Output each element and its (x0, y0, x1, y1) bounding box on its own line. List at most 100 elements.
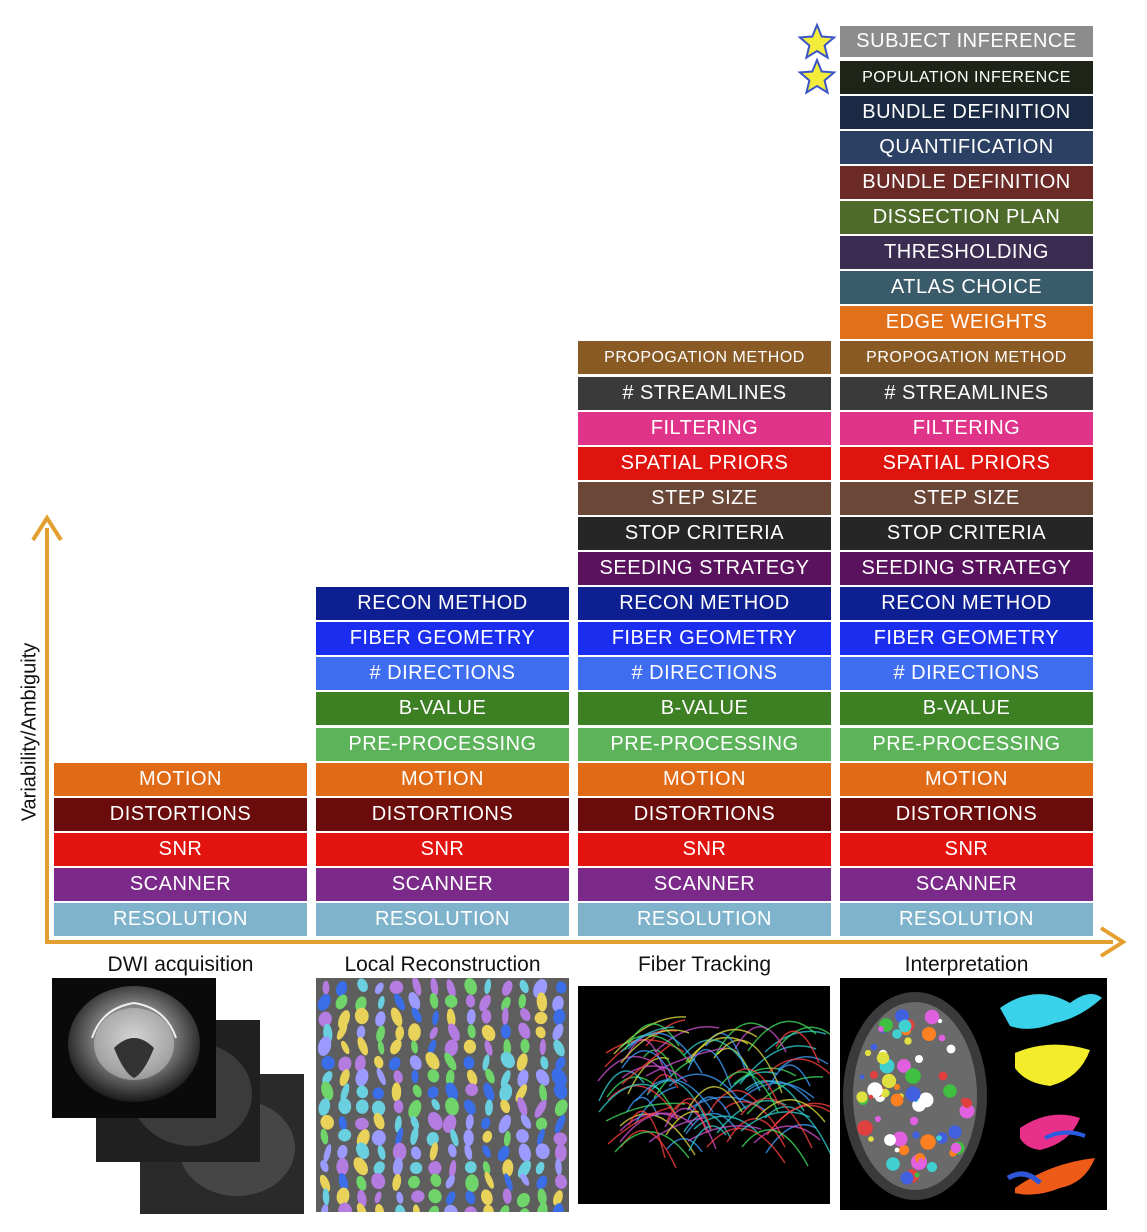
fiber-glyph (390, 1039, 402, 1055)
network-node (890, 1093, 904, 1107)
fiber-glyph (535, 1117, 548, 1131)
network-node (870, 1071, 878, 1079)
block-spatial-priors: SPATIAL PRIORS (840, 447, 1093, 480)
fiber-glyph (553, 1190, 563, 1206)
network-node (962, 1098, 972, 1108)
fiber-glyph (427, 1086, 439, 1099)
fiber-glyph (318, 1098, 331, 1116)
fiber-glyph (374, 1191, 382, 1204)
streamline (777, 1056, 829, 1071)
fiber-glyph (520, 1008, 531, 1022)
block-distortions: DISTORTIONS (840, 798, 1093, 831)
streamline (619, 1113, 696, 1156)
fiber-glyph (551, 1068, 567, 1087)
fiber-glyph (482, 1054, 490, 1071)
network-node (905, 1086, 921, 1102)
fiber-glyph (390, 1007, 403, 1027)
fiber-glyph (408, 1099, 422, 1119)
fiber-glyph (320, 1114, 334, 1130)
fiber-glyph (516, 1053, 528, 1071)
fiber-glyph (429, 992, 439, 1009)
block-motion: MOTION (578, 763, 831, 796)
stage-label-interpretation: Interpretation (904, 953, 1029, 976)
block-stop-criteria: STOP CRITERIA (840, 517, 1093, 550)
fiber-glyph (411, 1040, 419, 1054)
fiber-glyph (536, 1128, 545, 1146)
block-b-value: B-VALUE (316, 692, 569, 725)
fiber-glyph (317, 994, 331, 1011)
streamline (753, 1125, 821, 1144)
block-recon-method: RECON METHOD (316, 587, 569, 620)
fiber-glyph (450, 1129, 459, 1147)
streamline (740, 1111, 811, 1132)
fiber-glyph (554, 1099, 568, 1117)
fiber-glyph (444, 1052, 457, 1071)
fiber-glyph (372, 1087, 384, 1100)
fiber-glyph (463, 1129, 474, 1146)
network-node (868, 1094, 874, 1100)
fiber-glyph (446, 979, 456, 998)
streamline (776, 1026, 830, 1050)
fiber-glyph (535, 1069, 550, 1086)
block-spatial-priors: SPATIAL PRIORS (578, 447, 831, 480)
network-node (959, 1103, 975, 1119)
network-node (875, 1116, 881, 1122)
streamline (688, 1028, 758, 1063)
fiber-glyph (499, 1205, 510, 1212)
fiber-glyph (518, 994, 527, 1009)
streamline (598, 1083, 660, 1113)
fiber-glyph (553, 1132, 568, 1146)
fiber-glyph (483, 1204, 494, 1212)
x-axis (45, 940, 1113, 944)
fiber-glyph (322, 1188, 330, 1206)
fiber-glyph (536, 992, 548, 1012)
network-node (857, 1120, 873, 1136)
block-distortions: DISTORTIONS (578, 798, 831, 831)
fiber-glyph (464, 1144, 473, 1160)
fiber-glyph (465, 1174, 479, 1192)
fiber-glyph (516, 1129, 529, 1143)
fiber-glyph (500, 1070, 511, 1088)
fiber-glyph (336, 1023, 348, 1040)
fiber-glyph (555, 1174, 568, 1189)
fiber-glyph (338, 1128, 352, 1142)
fiber-glyph (499, 1083, 513, 1102)
fiber-glyph (445, 1097, 459, 1116)
fiber-glyph (335, 981, 348, 997)
network-node (909, 1116, 919, 1126)
streamline (607, 1085, 679, 1120)
fiber-glyph (465, 1083, 478, 1096)
fiber-glyph (338, 1098, 352, 1115)
block-seeding-strategy: SEEDING STRATEGY (840, 552, 1093, 585)
fiber-glyph (555, 1158, 562, 1176)
network-node (870, 1043, 878, 1051)
fiber-glyph (552, 1023, 564, 1041)
fiber-glyph (540, 1056, 549, 1070)
network-node (886, 1157, 900, 1171)
fiber-glyph (539, 1039, 546, 1056)
network-node (905, 1068, 921, 1084)
star-icon (797, 22, 837, 60)
streamline (744, 1080, 805, 1112)
block-distortions: DISTORTIONS (54, 798, 307, 831)
fiber-glyph (371, 1130, 386, 1146)
network-node (946, 1044, 956, 1054)
fiber-glyph (535, 1161, 545, 1175)
block-streamlines: # STREAMLINES (578, 377, 831, 410)
fiber-glyph (479, 994, 491, 1012)
fiber-glyph (444, 1204, 459, 1212)
streamline (607, 1106, 673, 1145)
network-node (895, 1009, 909, 1023)
fiber-glyph (410, 1146, 422, 1160)
network-node (936, 1132, 948, 1144)
fiber-glyph (338, 1202, 353, 1212)
y-axis-label: Variability/Ambiguity (18, 642, 41, 822)
fiber-glyph (373, 1112, 385, 1130)
fiber-glyph (412, 1084, 422, 1098)
fiber-glyph (515, 1084, 528, 1102)
streamline (665, 1110, 700, 1136)
block-pre-processing: PRE-PROCESSING (316, 728, 569, 761)
block-scanner: SCANNER (578, 868, 831, 901)
fiber-glyph (338, 1172, 349, 1192)
